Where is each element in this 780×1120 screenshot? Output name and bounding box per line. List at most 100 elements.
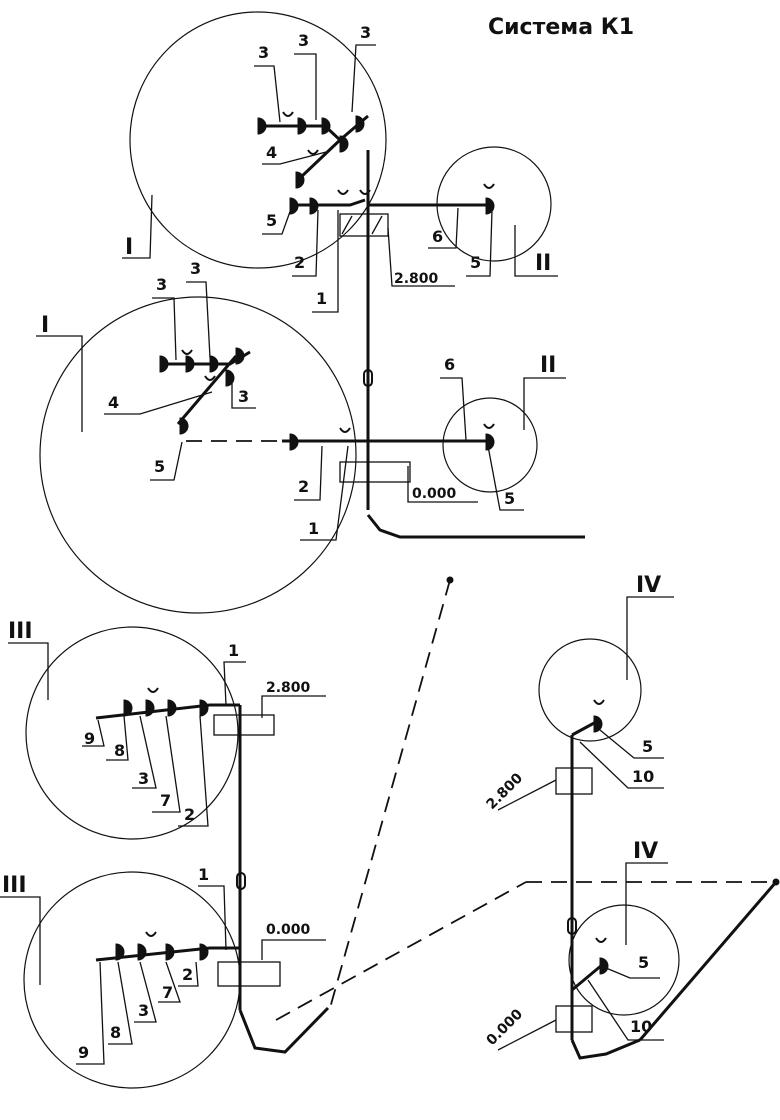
callout-10b: 10 [587,979,664,1041]
system-III-piping [95,687,527,1054]
callout-4b: 4 [104,391,213,415]
svg-text:5: 5 [638,953,649,972]
callout-6b: 6 [440,355,467,441]
callout-4a: 4 [262,143,327,165]
svg-text:3: 3 [298,31,309,50]
detail-circle-III-upper [25,626,239,840]
level-mark-III-lower: 0.000 [261,922,326,960]
view-label-IV-upper: IV [626,573,674,680]
callout-10a: 10 [579,741,664,789]
svg-text:10: 10 [630,1017,652,1036]
callout-3h: 3 [134,961,157,1023]
level-mark-IV-lower: 0.000 [484,1006,557,1051]
svg-text:8: 8 [114,741,125,760]
svg-text:5: 5 [154,457,165,476]
callout-1a: 1 [312,210,339,313]
detail-circle-IV-lower [568,904,680,1016]
svg-text:III: III [8,619,33,644]
detail-circle-IV-upper [538,638,642,742]
upper-floor-piping [257,111,495,510]
svg-text:5: 5 [642,737,653,756]
detail-circle-III-lower [23,871,241,1089]
callout-5a: 5 [262,205,293,235]
callout-9b: 9 [76,961,105,1065]
callout-5d: 5 [487,445,524,511]
svg-text:0.000: 0.000 [484,1006,527,1049]
svg-text:III: III [2,873,27,898]
svg-text:IV: IV [633,839,658,864]
svg-text:3: 3 [238,387,249,406]
svg-text:5: 5 [504,489,515,508]
detail-circle-II-lower [442,397,538,493]
svg-text:5: 5 [266,211,277,230]
svg-text:1: 1 [198,865,209,884]
callout-8b: 8 [108,961,133,1045]
svg-text:2: 2 [298,477,309,496]
view-label-III-upper: III [8,619,49,700]
svg-text:II: II [535,251,551,276]
svg-text:1: 1 [228,641,239,660]
level-mark-upper-1: 2.800 [387,227,455,287]
callout-3b: 3 [294,31,317,120]
svg-text:6: 6 [432,227,443,246]
svg-text:7: 7 [160,791,171,810]
svg-text:IV: IV [636,573,661,598]
view-label-I-lower: I [36,313,83,432]
svg-text:2: 2 [184,805,195,824]
callout-2b: 2 [294,445,323,501]
callout-6a: 6 [428,207,459,249]
view-label-III-lower: III [0,873,41,985]
diagram-title: Система К1 [488,15,634,40]
level-mark-lower-1: 0.000 [407,466,478,503]
svg-text:3: 3 [190,259,201,278]
svg-text:I: I [125,235,133,260]
callout-5e: 5 [599,729,664,759]
detail-circle-I-upper [129,11,387,269]
view-label-I-upper: I [122,194,153,260]
svg-text:5: 5 [470,253,481,272]
svg-text:II: II [540,353,556,378]
callout-3c: 3 [351,23,376,113]
level-mark-III-upper: 2.800 [261,680,326,718]
callout-2d: 2 [178,961,199,987]
svg-text:4: 4 [266,143,277,162]
svg-text:3: 3 [360,23,371,42]
svg-text:0.000: 0.000 [266,922,311,938]
callout-9a: 9 [82,719,105,748]
callout-5c: 5 [150,441,183,481]
svg-text:0.000: 0.000 [412,486,457,502]
callout-5f: 5 [605,953,660,979]
svg-text:1: 1 [316,289,327,308]
view-label-II-upper: II [514,225,558,277]
callout-2c: 2 [178,715,209,827]
callout-5b: 5 [466,209,493,277]
svg-text:1: 1 [308,519,319,538]
callout-3e: 3 [186,259,211,359]
callout-7a: 7 [152,715,181,813]
detail-circle-I-lower [39,296,357,614]
svg-text:8: 8 [110,1023,121,1042]
callout-1d: 1 [198,865,227,951]
svg-text:9: 9 [84,729,95,748]
svg-text:3: 3 [258,43,269,62]
svg-text:3: 3 [156,275,167,294]
svg-text:2.800: 2.800 [394,271,439,287]
callout-3d: 3 [152,275,177,361]
callout-3f: 3 [231,380,256,409]
svg-text:7: 7 [162,983,173,1002]
svg-text:2: 2 [182,965,193,984]
svg-text:3: 3 [138,769,149,788]
level-mark-IV-upper: 2.800 [484,770,557,813]
callout-1b: 1 [300,445,349,541]
svg-text:3: 3 [138,1001,149,1020]
system-IV-piping [526,699,780,1060]
svg-text:2.800: 2.800 [266,680,311,696]
callout-1c: 1 [223,641,246,706]
callout-3g: 3 [132,715,157,789]
callout-2a: 2 [292,209,319,277]
svg-text:6: 6 [444,355,455,374]
view-label-II-lower: II [523,353,566,430]
view-label-IV-lower: IV [625,839,668,945]
callout-8a: 8 [106,715,129,761]
